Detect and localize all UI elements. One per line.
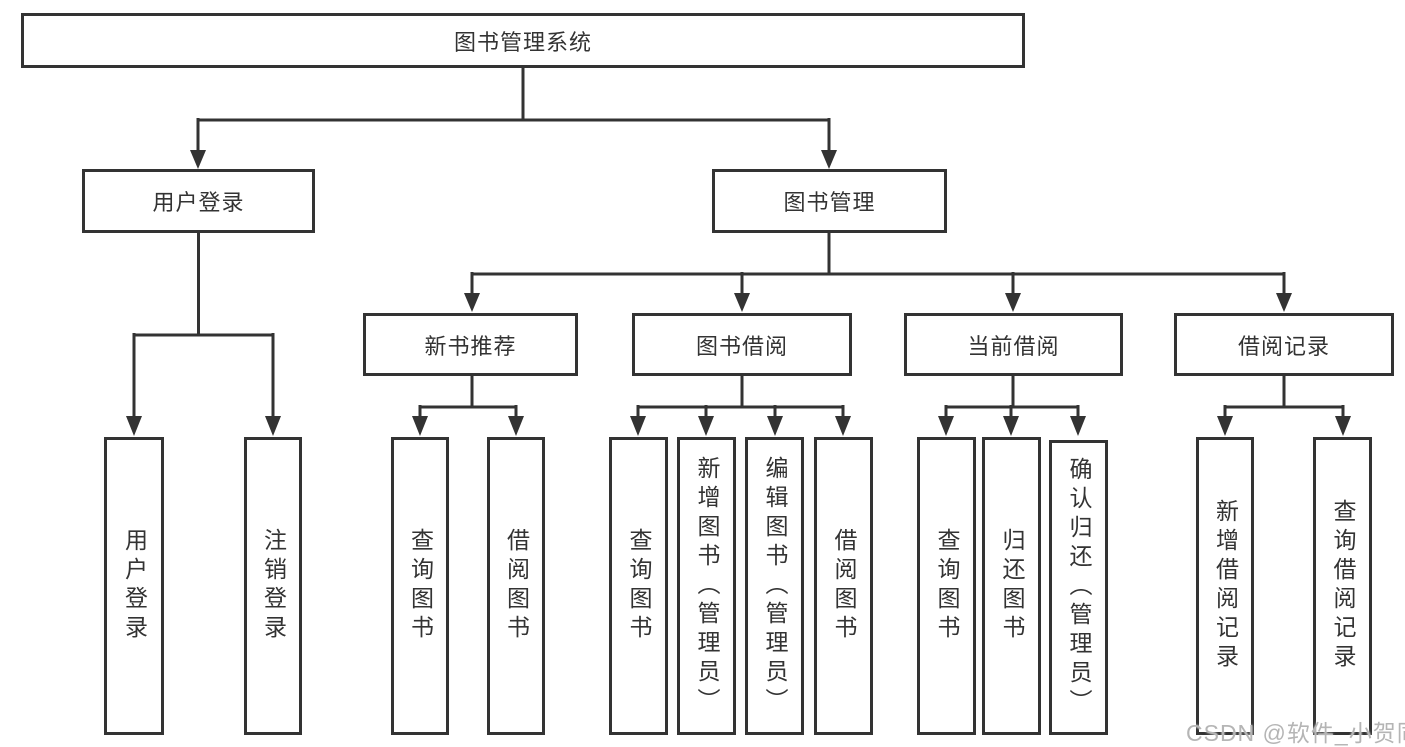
connector-borrow-record-branch xyxy=(1217,376,1351,436)
leaf-query-book-b-label: 查询图书 xyxy=(626,528,652,644)
connector-book-borrow-branch xyxy=(630,376,851,436)
node-book-borrow: 图书借阅 xyxy=(632,313,852,376)
connector-root-to-level2 xyxy=(190,68,837,169)
leaf-add-book: 新增图书（管理员） xyxy=(677,437,736,735)
node-borrow-record: 借阅记录 xyxy=(1174,313,1394,376)
leaf-query-book-c: 查询图书 xyxy=(917,437,976,735)
node-borrow-record-label: 借阅记录 xyxy=(1237,333,1330,359)
leaf-add-book-label: 新增图书（管理员） xyxy=(694,455,720,717)
leaf-return-book-label: 归还图书 xyxy=(999,528,1025,644)
node-root-label: 图书管理系统 xyxy=(453,29,592,55)
leaf-confirm-return-label: 确认归还（管理员） xyxy=(1066,457,1092,718)
node-current-borrow-label: 当前借阅 xyxy=(967,333,1060,359)
node-root: 图书管理系统 xyxy=(21,13,1025,68)
leaf-return-book: 归还图书 xyxy=(982,437,1041,735)
leaf-borrow-book-b: 借阅图书 xyxy=(814,437,873,735)
leaf-add-record-label: 新增借阅记录 xyxy=(1212,499,1239,673)
leaf-borrow-book-a: 借阅图书 xyxy=(487,437,545,735)
leaf-borrow-book-a-label: 借阅图书 xyxy=(503,528,530,644)
node-book-borrow-label: 图书借阅 xyxy=(695,333,788,359)
connector-book-mgmt-to-level3 xyxy=(464,233,1292,312)
leaf-borrow-book-b-label: 借阅图书 xyxy=(831,528,857,644)
leaf-logout-label: 注销登录 xyxy=(260,528,287,644)
node-new-book: 新书推荐 xyxy=(363,313,578,376)
leaf-user-login-label: 用户登录 xyxy=(121,528,148,644)
leaf-edit-book-label: 编辑图书（管理员） xyxy=(762,455,788,717)
leaf-query-book-b: 查询图书 xyxy=(609,437,668,735)
leaf-query-book-c-label: 查询图书 xyxy=(934,528,960,644)
node-current-borrow: 当前借阅 xyxy=(904,313,1123,376)
leaf-query-book-a-label: 查询图书 xyxy=(407,528,434,644)
leaf-query-book-a: 查询图书 xyxy=(391,437,449,735)
leaf-query-record: 查询借阅记录 xyxy=(1313,437,1372,735)
connector-user-login-branch xyxy=(126,233,281,436)
connector-new-book-branch xyxy=(412,376,524,436)
leaf-query-record-label: 查询借阅记录 xyxy=(1330,499,1356,673)
node-book-mgmt: 图书管理 xyxy=(712,169,947,233)
connector-current-borrow-branch xyxy=(938,376,1086,436)
leaf-edit-book: 编辑图书（管理员） xyxy=(745,437,804,735)
leaf-add-record: 新增借阅记录 xyxy=(1196,437,1254,735)
node-user-login: 用户登录 xyxy=(82,169,315,233)
node-user-login-label: 用户登录 xyxy=(152,190,245,215)
node-book-mgmt-label: 图书管理 xyxy=(783,190,876,215)
leaf-user-login: 用户登录 xyxy=(104,437,164,735)
node-new-book-label: 新书推荐 xyxy=(424,333,517,359)
leaf-logout: 注销登录 xyxy=(244,437,302,735)
leaf-confirm-return: 确认归还（管理员） xyxy=(1049,440,1108,735)
